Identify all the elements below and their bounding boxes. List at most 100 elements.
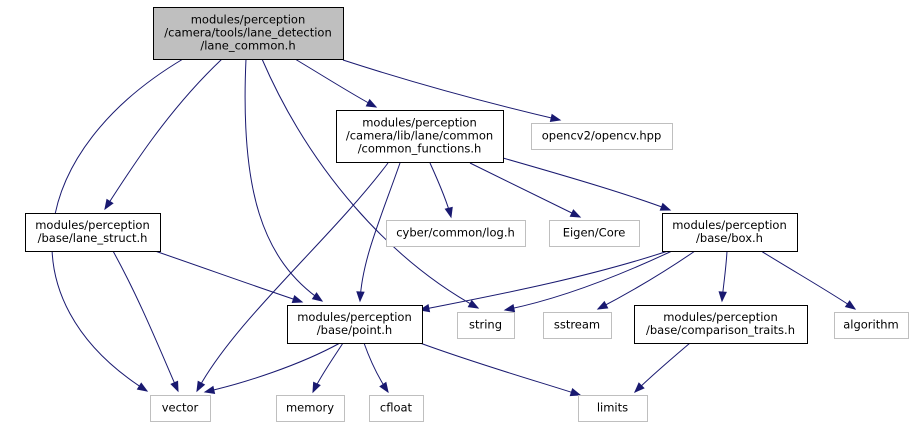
node-eigen-label-line: Eigen/Core [563,226,626,240]
edge-lane-common-to-point [244,58,324,302]
node-string-label-line: string [469,318,502,332]
edge-comparison-traits-to-limits-line [634,342,691,393]
edge-common-functions-to-box-arrowhead [659,202,672,211]
edge-lane-common-to-string-arrowhead [467,299,480,309]
node-point-label-line: /base/point.h [317,323,392,337]
node-lane-struct[interactable]: modules/perception/base/lane_struct.h [25,213,161,252]
node-cfloat-box [369,395,424,422]
node-point[interactable]: modules/perception/base/point.h [287,305,423,344]
edge-box-to-sstream-arrowhead [596,300,609,310]
node-memory-box [276,395,345,422]
edge-common-functions-to-vector-arrowhead [196,380,206,393]
edge-point-to-vector [203,342,341,395]
edge-box-to-algorithm [760,250,857,310]
edge-lane-common-to-opencv [342,59,562,122]
edge-point-to-vector-arrowhead [203,385,216,395]
edge-lane-common-to-opencv-arrowhead [549,113,562,122]
node-string-box [457,312,515,339]
node-lane-common-label-line: modules/perception [191,13,306,27]
edge-common-functions-to-log [429,162,453,219]
edge-lane-common-to-opencv-line [342,59,561,121]
node-eigen: Eigen/Core [549,220,640,247]
edge-box-to-sstream-line [597,250,696,310]
node-lane-struct-box [25,213,161,252]
node-string: string [457,312,515,339]
node-eigen-box [549,220,640,247]
node-lane-common-label-line: /lane_common.h [200,39,295,53]
edge-common-functions-to-box-line [502,157,671,211]
node-limits: limits [578,395,648,422]
edge-common-functions-to-eigen-line [469,162,581,218]
edge-lane-struct-to-vector-line [112,250,179,392]
node-point-box [287,305,423,344]
edge-common-functions-to-point [356,162,401,303]
edge-lane-struct-to-point-line [154,250,303,303]
node-comparison-traits[interactable]: modules/perception/base/comparison_trait… [634,305,808,344]
node-algorithm-box [834,312,909,339]
edge-point-to-memory-arrowhead [312,381,321,394]
node-cfloat: cfloat [369,395,424,422]
edge-common-functions-to-eigen [469,162,582,218]
edge-box-to-string [503,250,673,313]
node-lane-struct-label-line: /base/lane_struct.h [38,231,148,245]
node-lane-struct-label-line: modules/perception [35,218,150,232]
edge-lane-struct-to-vector-arrowhead [170,380,179,393]
edge-comparison-traits-to-limits-arrowhead [634,382,645,393]
edge-point-to-vector-line [204,342,341,393]
node-box-label-line: modules/perception [672,218,787,232]
edge-lane-struct-to-point-arrowhead [291,294,304,304]
edge-point-to-limits-arrowhead [569,388,582,397]
edge-box-to-comparison-traits [718,250,728,303]
edge-box-to-string-line [504,250,673,311]
node-box-box [662,213,798,252]
node-algorithm-label-line: algorithm [843,318,899,332]
node-lane-common[interactable]: modules/perception/camera/tools/lane_det… [153,7,344,60]
edge-box-to-algorithm-arrowhead [844,300,857,310]
edge-point-to-limits-line [419,342,581,396]
node-comparison-traits-label-line: /base/comparison_traits.h [646,323,795,337]
edge-lane-common-to-lane-struct [104,58,223,211]
edge-point-to-limits [419,342,582,397]
node-opencv-label-line: opencv2/opencv.hpp [542,129,662,143]
node-box[interactable]: modules/perception/base/box.h [662,213,798,252]
edge-box-to-string-arrowhead [503,303,516,313]
node-vector: vector [150,395,211,422]
node-log-box [386,220,526,247]
node-algorithm: algorithm [834,312,909,339]
edge-lane-common-to-point-line [244,58,323,302]
edge-common-functions-to-log-arrowhead [444,206,453,219]
edge-box-to-algorithm-line [760,250,856,310]
node-point-label-line: modules/perception [297,310,412,324]
node-log: cyber/common/log.h [386,220,526,247]
edge-lane-common-to-lane-struct-arrowhead [104,198,114,211]
node-comparison-traits-box [634,305,808,344]
edge-common-functions-to-point-arrowhead [356,291,365,303]
edge-lane-struct-to-point [154,250,304,304]
edge-point-to-memory [312,342,344,394]
node-box-label-line: /base/box.h [696,231,763,245]
edge-common-functions-to-vector-line [196,162,389,392]
node-sstream: sstream [543,312,612,339]
node-limits-label-line: limits [597,401,628,415]
node-limits-box [578,395,648,422]
edge-lane-common-to-common-functions-arrowhead [365,98,378,108]
node-common-functions-label-line: /common_functions.h [358,142,482,156]
node-layer: modules/perception/camera/tools/lane_det… [25,7,909,422]
node-cfloat-label-line: cfloat [380,401,413,415]
node-log-label-line: cyber/common/log.h [396,226,515,240]
node-lane-common-box [153,7,344,60]
edge-common-functions-to-point-line [359,162,401,302]
node-common-functions-label-line: /camera/lib/lane/common [346,129,493,143]
edge-lane-struct-to-vector [112,250,179,393]
node-comparison-traits-label-line: modules/perception [663,310,778,324]
node-opencv-box [531,123,673,150]
node-common-functions-box [336,110,504,163]
edge-common-functions-to-box [502,157,672,211]
edge-comparison-traits-to-limits [634,342,691,393]
node-memory: memory [276,395,345,422]
node-common-functions[interactable]: modules/perception/camera/lib/lane/commo… [336,110,504,163]
edge-point-to-cfloat [363,342,389,394]
edge-lane-common-to-string [261,58,480,309]
edge-box-to-point [418,250,669,313]
